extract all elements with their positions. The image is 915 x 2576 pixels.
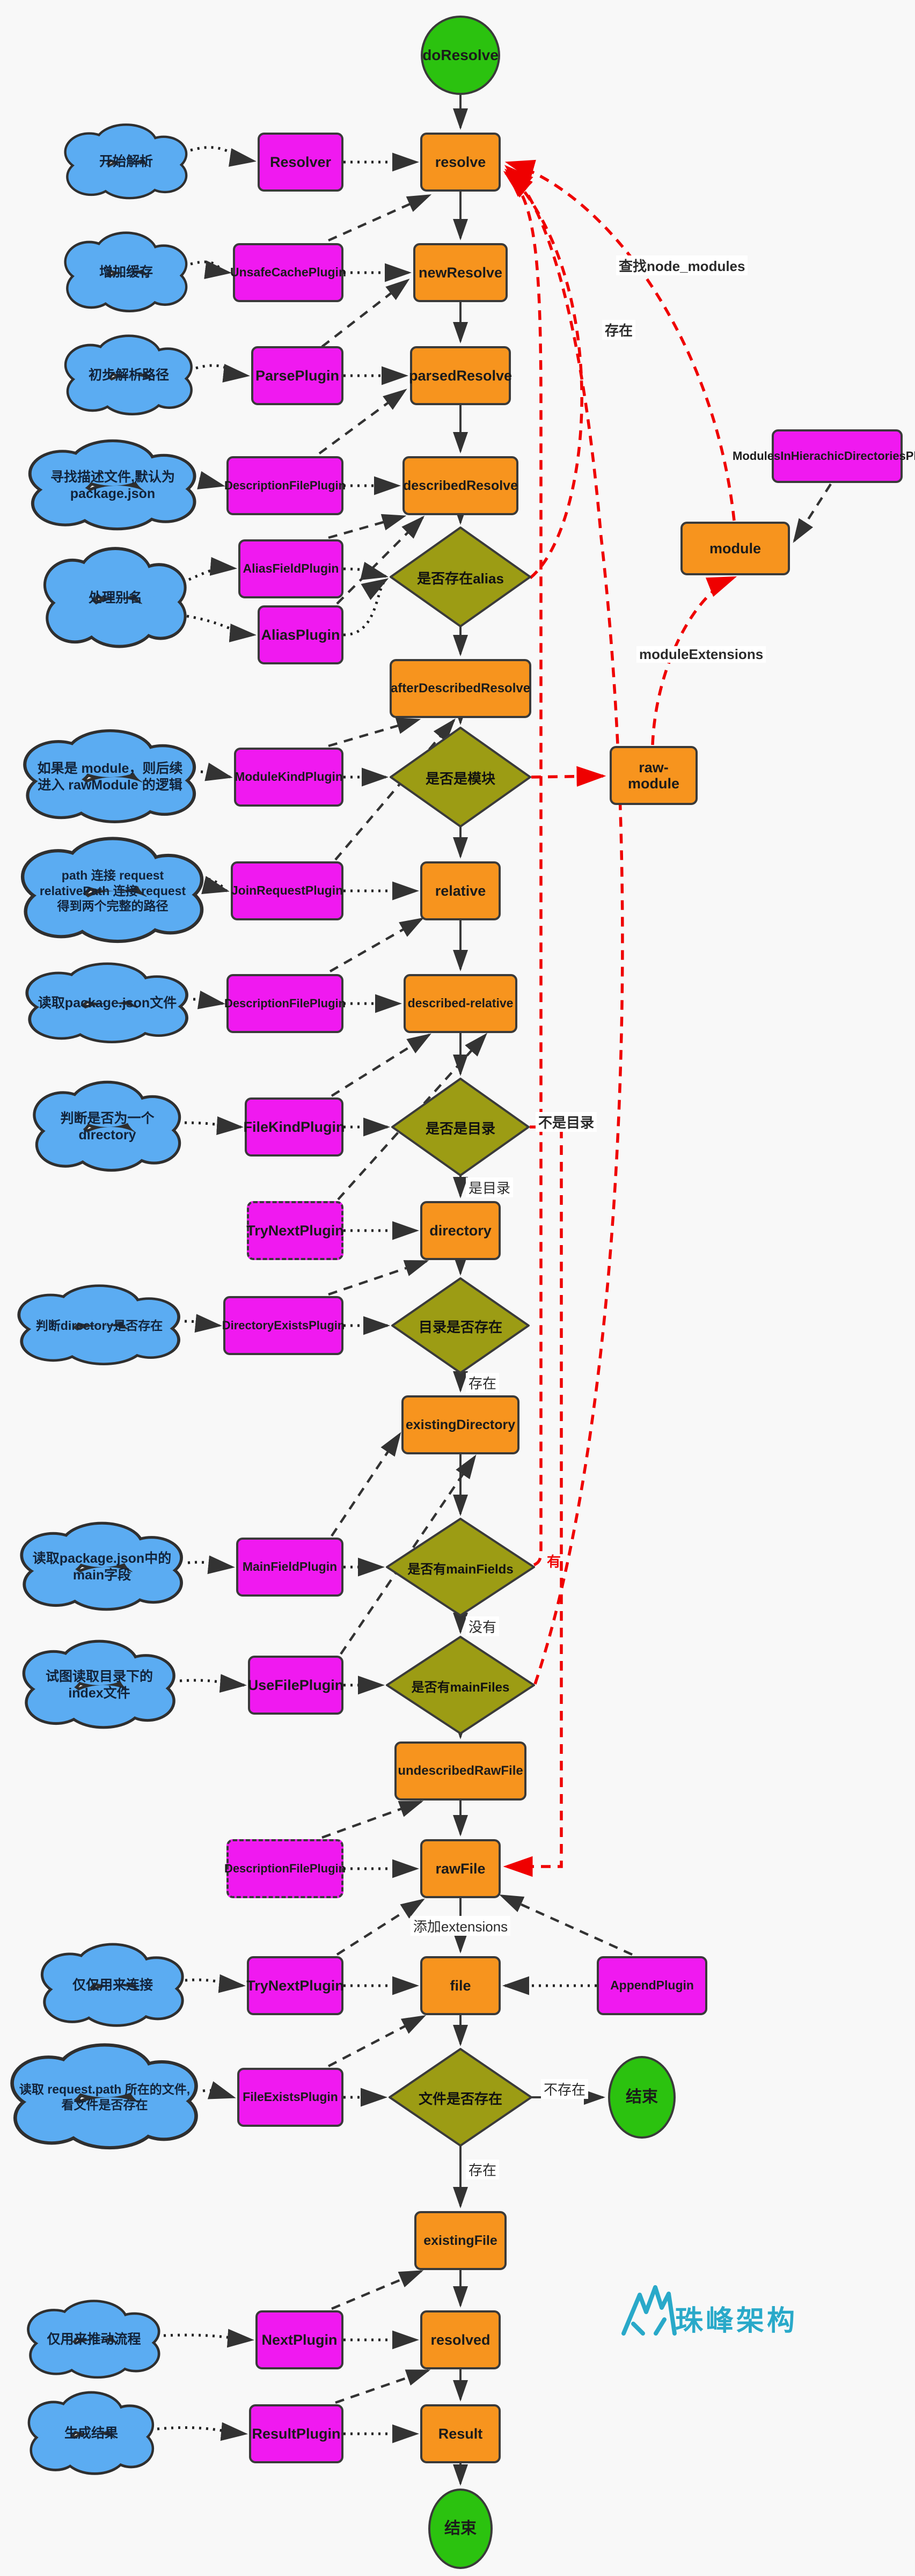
cloud-handle-alias: 处理别名 [88, 590, 142, 606]
diamond-label-is-module: 是否是模块 [425, 771, 495, 787]
node-relative: relative [420, 861, 501, 920]
node-raw-module: raw-module [610, 746, 698, 805]
plugin-try-next-1: TryNextPlugin [246, 1201, 344, 1260]
edge-label-has-main-field: 有 [547, 1554, 561, 1570]
plugin-directory-exists: DirectoryExistsPlugin [222, 1296, 345, 1355]
decision-diamonds [386, 526, 535, 2147]
plugin-description-file-3: DescriptionFilePlugin [224, 1839, 346, 1898]
plugin-append: AppendPlugin [597, 1956, 707, 2015]
edge-label-find-node-modules: 查找node_modules [616, 255, 748, 275]
edge-label-add-extensions: 添加extensions [410, 1916, 511, 1936]
diamond-file-exists [389, 2048, 532, 2147]
diamond-label-has-alias: 是否存在alias [417, 570, 504, 587]
diamond-is-module [390, 727, 531, 828]
cloud-join-paths: path 连接 request relativePath 连接 request … [39, 868, 186, 913]
edge-label-not-directory: 不是目录 [536, 1112, 597, 1132]
node-parsed-resolve: parsedResolve [409, 346, 512, 405]
node-resolve: resolve [420, 133, 501, 192]
plugin-use-file: UseFilePlugin [248, 1656, 343, 1715]
diamond-label-has-main-fields: 是否有mainFields [407, 1562, 514, 1577]
plugin-description-file-1: DescriptionFilePlugin [224, 456, 346, 515]
cloud-read-request-path: 读取 request.path 所在的文件, 看文件是否存在 [19, 2082, 191, 2112]
plugin-alias-field: AliasFieldPlugin [238, 539, 343, 598]
cloud-add-cache: 增加缓存 [99, 265, 153, 280]
edge-label-not-exists: 不存在 [541, 2079, 589, 2099]
cloud-initial-parse: 初步解析路径 [88, 368, 169, 383]
node-end-bottom: 结束 [428, 2489, 493, 2569]
plugin-unsafe-cache: UnsafeCachePlugin [230, 243, 346, 302]
diamond-has-alias [390, 526, 531, 627]
cloud-judge-directory: 判断是否为一个 directory [60, 1110, 155, 1143]
node-new-resolve: newResolve [413, 243, 508, 302]
cloud-only-push: 仅用来推动流程 [47, 2332, 141, 2347]
plugin-modules-in-hierachic: ModulesInHierachicDirectoriesPlugin [733, 429, 915, 483]
cloud-try-index: 试图读取目录下的 index文件 [45, 1668, 153, 1701]
edge-label-dir-exists: 存在 [466, 1373, 500, 1393]
red-loop-edges [503, 159, 737, 1877]
edge-label-module-extensions: moduleExtensions [636, 646, 766, 663]
diamond-label-is-directory: 是否是目录 [425, 1121, 495, 1137]
edge-label-has-not: 没有 [466, 1616, 500, 1636]
dotted-hook-edges [157, 146, 597, 2443]
watermark-brand: 珠峰架构 [675, 2306, 798, 2337]
plugin-try-next-2: TryNextPlugin [246, 1956, 344, 2015]
plugin-next: NextPlugin [255, 2310, 343, 2369]
node-existing-file: existingFile [414, 2211, 507, 2270]
plugin-parse: ParsePlugin [251, 346, 343, 405]
cloud-find-description: 寻找描述文件,默认为 package.json [50, 469, 175, 501]
plugin-alias: AliasPlugin [258, 605, 343, 664]
node-file: file [420, 1956, 501, 2015]
cloud-if-module: 如果是 module，则后续 进入 rawModule 的逻辑 [37, 760, 183, 793]
edge-label-is-directory: 是目录 [466, 1177, 514, 1197]
plugin-module-kind: ModuleKindPlugin [234, 748, 343, 807]
node-module: module [680, 522, 790, 575]
cloud-start: 开始解析 [99, 154, 153, 170]
node-described-relative: described-relative [404, 974, 517, 1033]
plugin-result: ResultPlugin [249, 2404, 343, 2463]
plugin-file-exists: FileExistsPlugin [237, 2068, 343, 2127]
diamond-has-main-fields [386, 1518, 535, 1616]
node-after-described-resolve: afterDescribedResolve [390, 659, 531, 718]
plugin-join-request: JoinRequestPlugin [231, 861, 343, 920]
diamond-label-file-exists: 文件是否存在 [418, 2091, 502, 2107]
node-existing-directory: existingDirectory [401, 1395, 519, 1454]
plugin-main-field: MainFieldPlugin [236, 1538, 343, 1597]
diamond-is-directory [391, 1078, 530, 1176]
cloud-judge-dir-exists: 判断directory是否存在 [35, 1318, 163, 1333]
cloud-read-package: 读取package.json文件 [38, 996, 177, 1011]
node-undescribed-raw-file: undescribedRawFile [394, 1741, 526, 1801]
cloud-generate-result: 生成结果 [64, 2426, 118, 2441]
node-described-resolve: describedResolve [402, 456, 518, 515]
node-end-right: 结束 [608, 2056, 676, 2139]
plugin-resolver: Resolver [258, 133, 343, 192]
diamond-label-has-main-files: 是否有mainFiles [411, 1680, 510, 1695]
plugin-file-kind: FileKindPlugin [244, 1097, 345, 1157]
node-result: Result [420, 2404, 501, 2463]
edge-label-alias-exists: 存在 [602, 320, 636, 340]
diamond-has-main-files [386, 1636, 535, 1735]
diamond-label-directory-exists: 目录是否存在 [418, 1319, 502, 1335]
cloud-read-main: 读取package.json中的 main字段 [32, 1550, 172, 1583]
mountain-logo-icon [621, 2285, 677, 2336]
node-do-resolve: doResolve [421, 16, 500, 95]
node-raw-file: rawFile [420, 1839, 501, 1898]
node-directory: directory [420, 1201, 501, 1260]
diamond-directory-exists [391, 1277, 530, 1374]
edge-label-file-exists: 存在 [466, 2160, 500, 2179]
node-resolved: resolved [420, 2310, 501, 2369]
cloud-only-connect: 仅仅用来连接 [72, 1978, 153, 1993]
plugin-description-file-2: DescriptionFilePlugin [224, 974, 346, 1033]
